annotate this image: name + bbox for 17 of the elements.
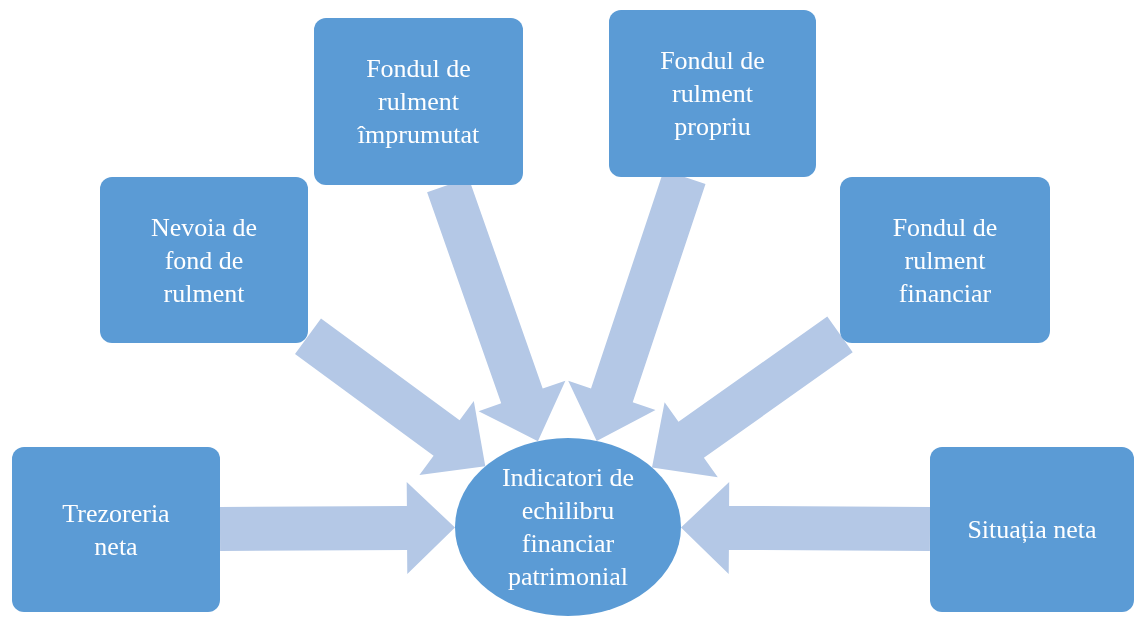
block-arrow	[219, 481, 455, 574]
node-label: Fondul de rulment împrumutat	[356, 53, 481, 151]
node-label: Fondul de rulment propriu	[659, 45, 766, 143]
process-box	[100, 177, 308, 343]
node-label: Situația neta	[967, 514, 1097, 546]
process-box	[314, 18, 523, 185]
node-label: Trezoreria neta	[61, 497, 171, 563]
block-arrow	[295, 318, 486, 475]
process-box	[840, 177, 1050, 343]
process-box	[609, 10, 816, 177]
node-label: Fondul de rulment financiar	[891, 211, 999, 310]
block-arrow	[681, 481, 931, 574]
node-label: Indicatori de echilibru financiar patrimonial	[500, 462, 636, 593]
node-label: Nevoia de fond de rulment	[149, 211, 259, 310]
block-arrow	[652, 316, 853, 478]
process-box	[12, 447, 220, 612]
process-box	[930, 447, 1134, 612]
